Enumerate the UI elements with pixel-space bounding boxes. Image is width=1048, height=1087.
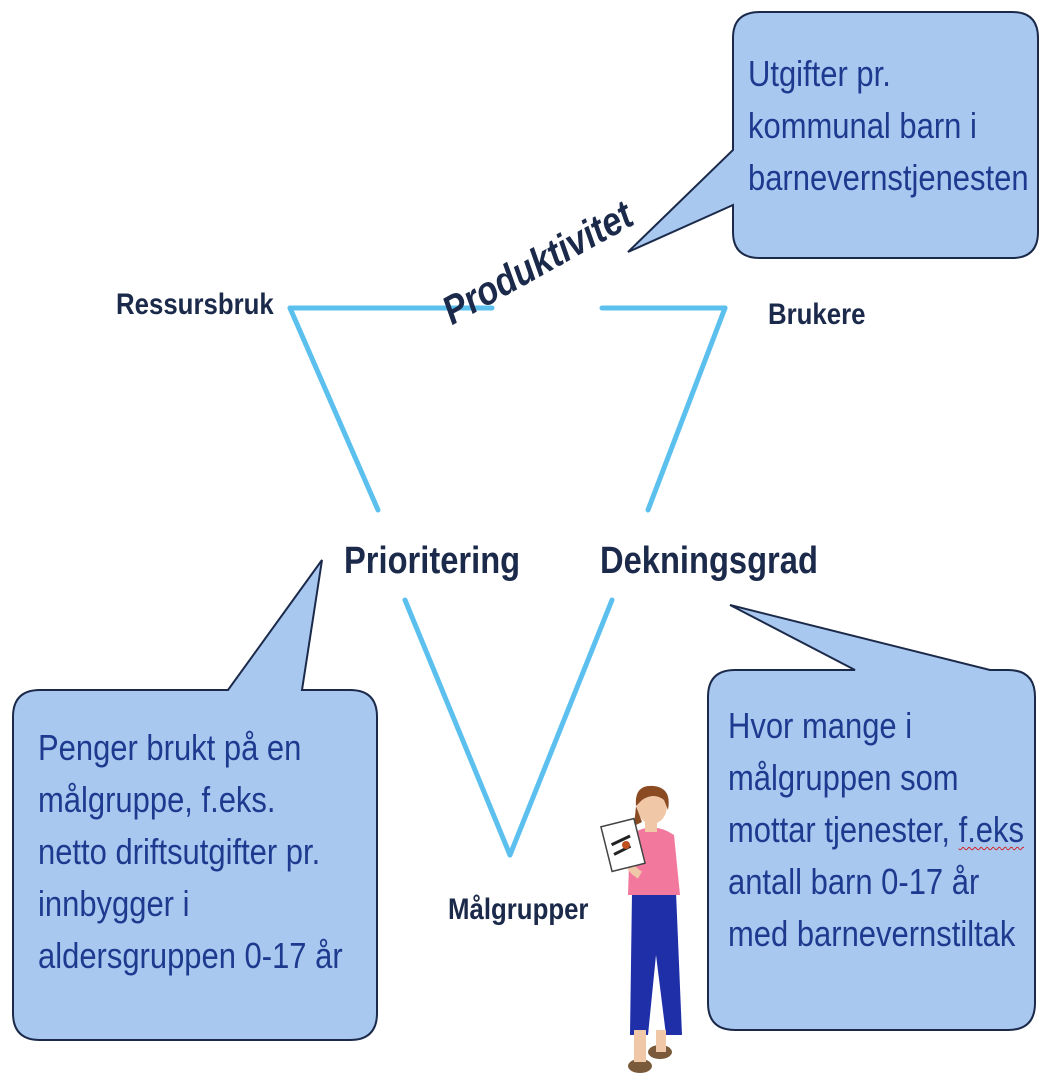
callout-bubble-priority xyxy=(12,559,378,1041)
callout-line: netto driftsutgifter pr. xyxy=(38,831,321,872)
callout-line: antall barn 0-17 år xyxy=(728,861,980,902)
callout-line: Penger brukt på en xyxy=(38,727,302,768)
triangle-left-lower-edge xyxy=(402,597,513,858)
callout-line: barnevernstjenesten xyxy=(748,157,1029,198)
callout-line: kommunal barn i xyxy=(748,105,977,146)
callout-line: målgruppen som xyxy=(728,757,959,798)
edge-label-dekningsgrad: Dekningsgrad xyxy=(600,540,818,582)
triangle-left-upper-edge xyxy=(287,305,381,513)
callout-bubble-productivity xyxy=(627,11,1039,259)
woman-reading-clipart-icon xyxy=(600,785,682,1073)
callout-text-coverage: Hvor mange i målgruppen som mottar tjene… xyxy=(728,700,1024,960)
callout-text-productivity: Utgifter pr. kommunal barn i barnevernst… xyxy=(748,48,1029,204)
corner-label-ressursbruk: Ressursbruk xyxy=(116,288,274,321)
callout-line: aldersgruppen 0-17 år xyxy=(38,935,343,976)
callout-line: med barnevernstiltak xyxy=(728,913,1016,954)
callout-line: målgruppe, f.eks. xyxy=(38,779,276,820)
callout-bubble-coverage xyxy=(707,604,1036,1031)
callout-line-part: mottar tjenester, xyxy=(728,809,959,850)
triangle-right-lower-edge xyxy=(507,597,615,858)
triangle-right-upper-edge xyxy=(645,305,728,513)
triangle xyxy=(287,305,728,858)
callout-text-priority: Penger brukt på en målgruppe, f.eks. net… xyxy=(38,722,343,982)
callout-line: Utgifter pr. xyxy=(748,53,891,94)
edge-label-prioritering: Prioritering xyxy=(344,540,521,582)
callout-line: innbygger i xyxy=(38,883,190,924)
corner-label-malgrupper: Målgrupper xyxy=(448,893,589,926)
spellcheck-flagged-word: f.eks xyxy=(958,809,1024,850)
callout-line: Hvor mange i xyxy=(728,705,913,746)
callout-line: mottar tjenester, f.eks xyxy=(728,804,1024,856)
corner-label-brukere: Brukere xyxy=(768,298,866,331)
